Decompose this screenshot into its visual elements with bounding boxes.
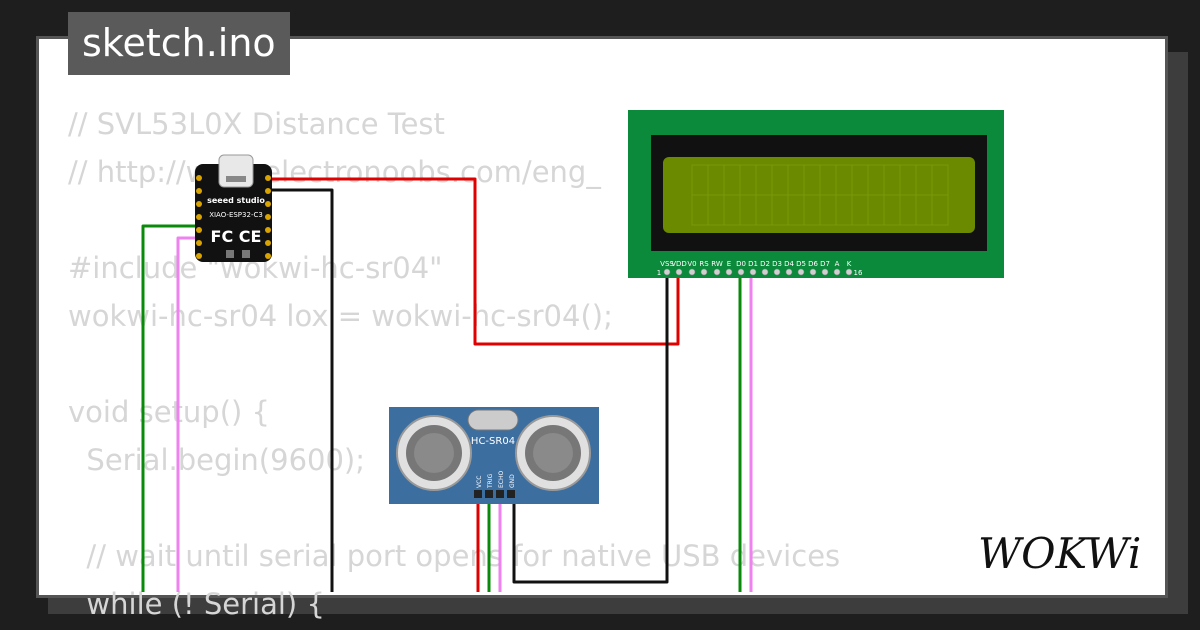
wire-pink-xiao bbox=[176, 236, 197, 592]
lcd-pin-d4: D4 bbox=[784, 260, 794, 268]
lcd-pin-d0: D0 bbox=[736, 260, 746, 268]
xiao-model-label: XIAO-ESP32-C3 bbox=[209, 211, 263, 219]
sensor-pin-echo: ECHO bbox=[498, 471, 505, 488]
lcd-pin-d5: D5 bbox=[796, 260, 806, 268]
lcd-pin-d3: D3 bbox=[772, 260, 782, 268]
sensor-pin-trig: TRIG bbox=[487, 473, 494, 489]
lcd-pin-rs: RS bbox=[699, 260, 709, 268]
lcd-pin-k: K bbox=[847, 260, 852, 268]
usb-c-connector bbox=[218, 154, 254, 188]
code-line-11: while (! Serial) { bbox=[68, 587, 325, 621]
hc-sr04-sensor[interactable]: HC-SR04 VCC TRIG ECHO GND bbox=[389, 407, 599, 504]
lcd-pin-v0: V0 bbox=[687, 260, 696, 268]
sensor-transducer-left bbox=[396, 415, 472, 491]
code-line-1: // SVL53L0X Distance Test bbox=[68, 107, 445, 141]
sensor-pin-gnd: GND bbox=[509, 474, 516, 488]
code-line-10: // wait until serial port opens for nati… bbox=[68, 539, 841, 573]
lcd-pin-rw: RW bbox=[711, 260, 723, 268]
xiao-brand-label: seeed studio bbox=[207, 196, 265, 205]
sensor-transducer-right bbox=[515, 415, 591, 491]
sensor-pin-vcc: VCC bbox=[476, 476, 483, 488]
sensor-pin-header bbox=[474, 490, 515, 498]
code-line-4: #include "wokwi-hc-sr04" bbox=[68, 251, 443, 285]
lcd-pin-first-number: 1 bbox=[657, 269, 661, 277]
lcd-1602-display[interactable]: VSS VDD V0 RS RW E D0 D1 D2 D3 D4 D5 D6 … bbox=[628, 110, 1004, 278]
code-line-8: Serial.begin(9600); bbox=[68, 443, 366, 477]
wire-black-xiao bbox=[270, 188, 334, 592]
lcd-pin-vdd: VDD bbox=[671, 260, 687, 268]
sketch-file-tab[interactable]: sketch.ino bbox=[68, 12, 290, 75]
lcd-pin-vss: VSS bbox=[660, 260, 674, 268]
wire-red bbox=[270, 177, 680, 346]
wokwi-logo: WOKWi bbox=[978, 529, 1141, 576]
code-line-5: wokwi-hc-sr04 lox = wokwi-hc-sr04(); bbox=[68, 299, 613, 333]
code-line-7: void setup() { bbox=[68, 395, 270, 429]
wokwi-logo-text: WOKWi bbox=[978, 529, 1141, 576]
lcd-pin-d1: D1 bbox=[748, 260, 758, 268]
lcd-character-grid bbox=[691, 164, 949, 226]
lcd-pin-d2: D2 bbox=[760, 260, 770, 268]
wire-green-xiao bbox=[141, 224, 197, 592]
lcd-pin-d6: D6 bbox=[808, 260, 818, 268]
lcd-pin-header bbox=[663, 268, 853, 276]
xiao-cert-marks: FC CE bbox=[211, 227, 262, 246]
code-background: // SVL53L0X Distance Test // http://www.e… bbox=[68, 100, 840, 628]
lcd-pin-e: E bbox=[727, 260, 731, 268]
sensor-label: HC-SR04 bbox=[471, 436, 515, 447]
lcd-pin-a: A bbox=[835, 260, 840, 268]
code-line-2: // http://www.electronoobs.com/eng_ bbox=[68, 155, 601, 189]
lcd-pin-last-number: 16 bbox=[854, 269, 863, 277]
lcd-pin-d7: D7 bbox=[820, 260, 830, 268]
wire-black-lcd bbox=[512, 270, 669, 584]
sensor-crystal bbox=[467, 409, 519, 431]
xiao-esp32-board[interactable]: seeed studio XIAO-ESP32-C3 FC CE bbox=[195, 154, 272, 262]
